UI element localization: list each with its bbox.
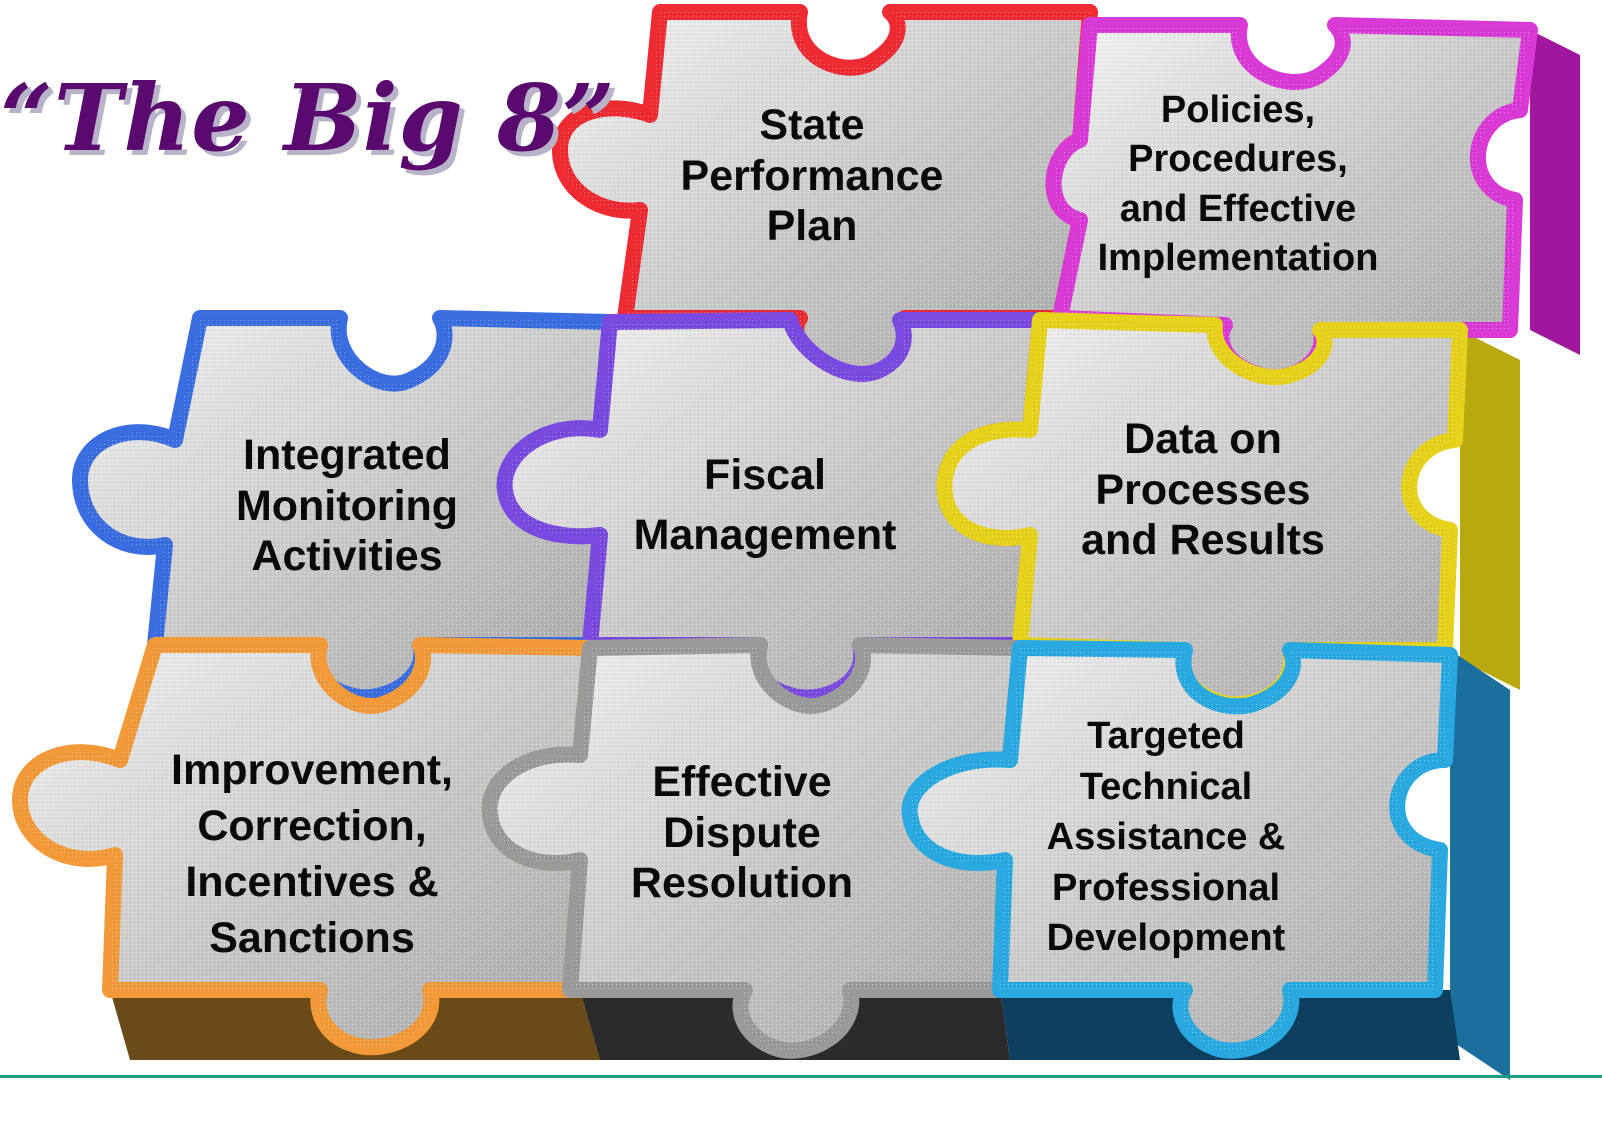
piece-label-targeted-technical-assistance: Targeted Technical Assistance & Professi… xyxy=(1047,711,1286,964)
piece-fiscal-management xyxy=(496,312,1048,706)
label-line: and Results xyxy=(1081,516,1325,565)
piece-label-fiscal-management: Fiscal Management xyxy=(634,445,897,565)
label-line: Correction, xyxy=(197,801,427,850)
piece-improvement-correction xyxy=(12,637,598,1056)
label-line: Assistance & xyxy=(1046,816,1286,859)
label-line: Dispute xyxy=(663,808,821,857)
label-line: Performance xyxy=(680,151,944,200)
piece-label-integrated-monitoring: Integrated Monitoring Activities xyxy=(236,430,458,582)
label-line: Monitoring xyxy=(235,481,459,530)
piece-effective-dispute-resolution xyxy=(481,637,1028,1059)
label-line: Plan xyxy=(766,202,858,251)
piece-label-policies-procedures: Policies, Procedures, and Effective Impl… xyxy=(1098,86,1379,284)
label-line: Technical xyxy=(1079,765,1253,808)
label-line: Effective xyxy=(652,758,832,806)
targeted-depth xyxy=(1450,650,1510,1080)
label-line: Fiscal xyxy=(704,451,826,499)
label-line: Development xyxy=(1046,917,1286,960)
label-line: Incentives & xyxy=(185,857,439,906)
piece-integrated-monitoring xyxy=(72,310,618,706)
piece-label-data-processes-results: Data on Processes and Results xyxy=(1081,414,1325,566)
label-line: Resolution xyxy=(630,859,854,908)
label-line: Targeted xyxy=(1087,715,1245,757)
piece-state-performance-plan xyxy=(552,4,1098,390)
label-line: Implementation xyxy=(1097,237,1379,280)
label-line: Management xyxy=(633,511,897,560)
label-line: Sanctions xyxy=(209,913,415,962)
piece-label-improvement-correction: Improvement, Correction, Incentives & Sa… xyxy=(171,743,453,967)
label-line: Procedures, xyxy=(1128,138,1348,181)
label-line: State xyxy=(759,101,865,149)
piece-data-processes-results xyxy=(936,312,1468,713)
diagram-title: “The Big 8” xyxy=(0,64,616,172)
piece-label-state-performance-plan: State Performance Plan xyxy=(681,100,944,252)
label-line: Processes xyxy=(1095,465,1311,514)
piece-targeted-technical-assistance xyxy=(901,640,1458,1059)
data-depth xyxy=(1460,330,1520,690)
label-line: Policies, xyxy=(1160,89,1316,131)
label-line: Professional xyxy=(1051,866,1281,909)
piece-policies-procedures xyxy=(1045,17,1538,386)
policies-depth xyxy=(1530,30,1580,355)
piece-label-effective-dispute-resolution: Effective Dispute Resolution xyxy=(631,757,853,909)
label-line: Integrated xyxy=(243,431,451,479)
label-line: Improvement, xyxy=(171,746,453,794)
bottom-divider xyxy=(0,1075,1602,1078)
label-line: and Effective xyxy=(1119,187,1357,230)
label-line: Data on xyxy=(1124,415,1282,463)
label-line: Activities xyxy=(251,532,443,581)
